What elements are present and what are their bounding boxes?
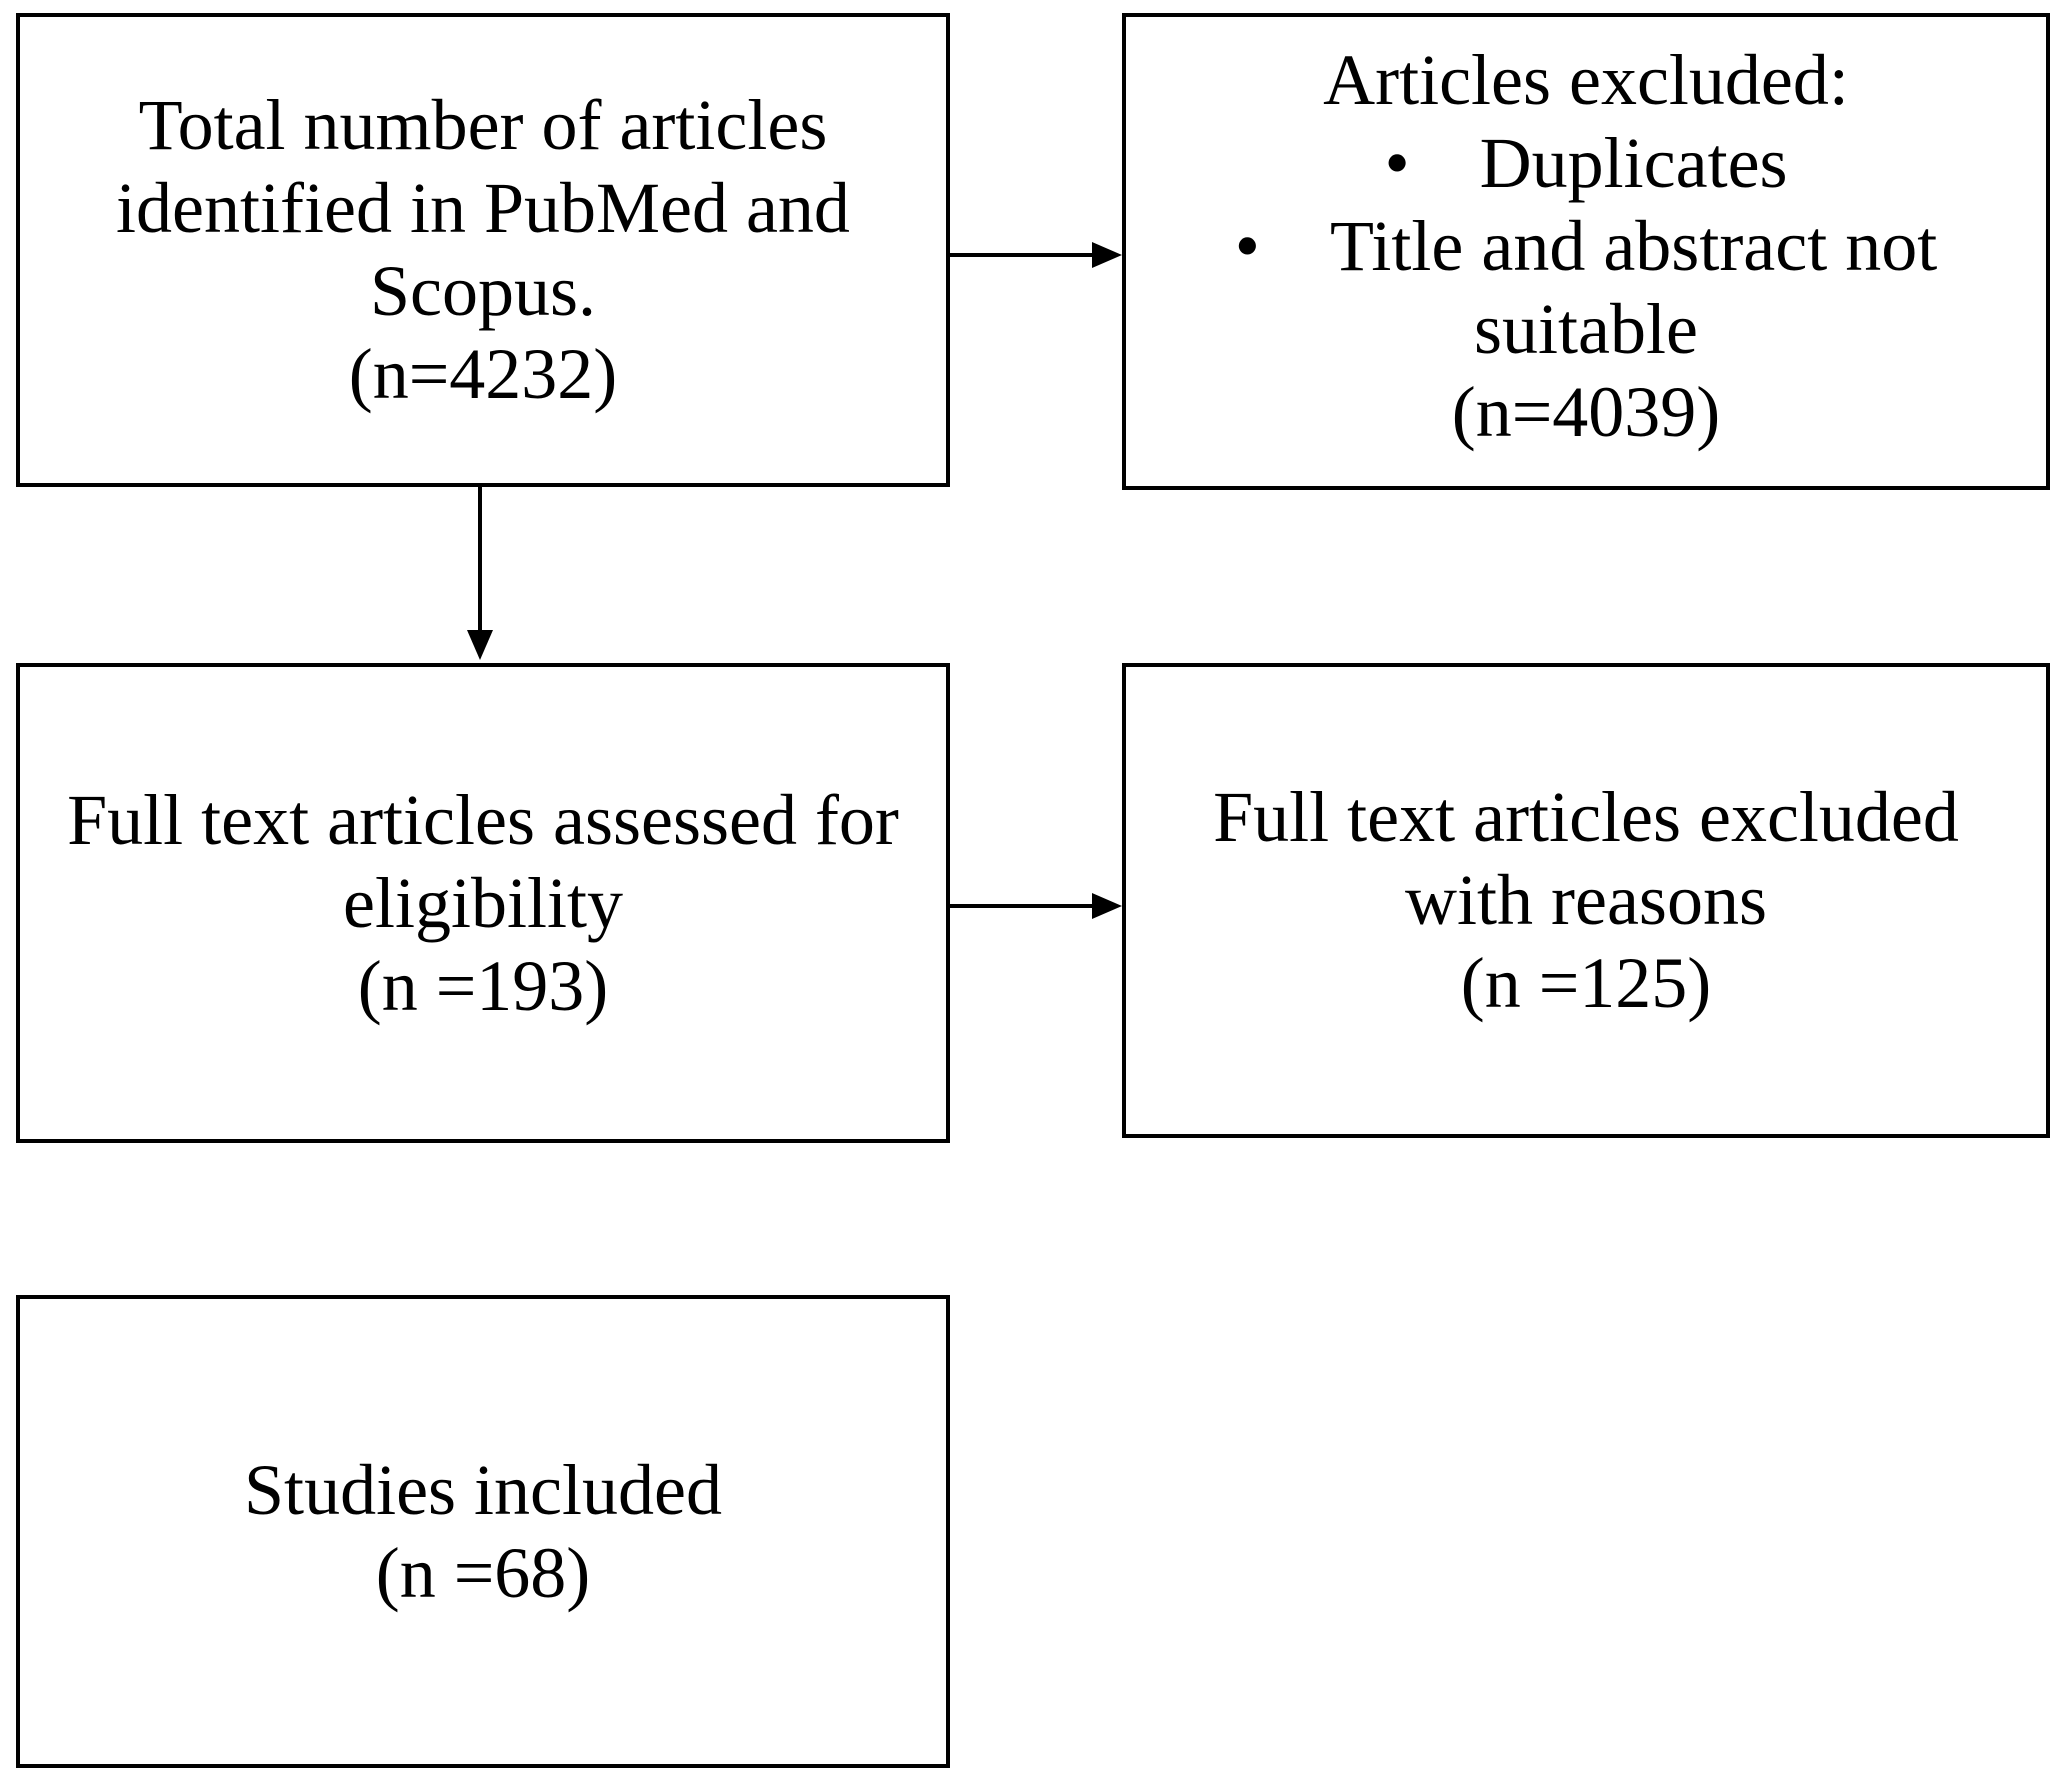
box-text-line: Studies included <box>244 1449 722 1530</box>
box-studies-included: Studies included (n =68) <box>16 1295 950 1768</box>
box-text-line: Scopus. <box>369 251 597 331</box>
bullet-item-wrap-text: suitable <box>1474 289 1698 369</box>
box-text-line: Total number of articles <box>138 85 828 165</box>
arrowhead-down-icon <box>467 630 493 660</box>
bullet-item-text: Duplicates <box>1479 123 1788 203</box>
box-text-line: Full text articles assessed for <box>67 779 899 860</box>
arrow-line <box>950 904 1094 908</box>
box-fulltext-excluded: Full text articles excluded with reasons… <box>1122 663 2050 1138</box>
arrow-line <box>478 487 482 632</box>
box-text-line: (n =68) <box>375 1532 591 1613</box>
bullet-icon: • <box>1384 123 1410 203</box>
box-articles-excluded: Articles excluded: •Duplicates •Title an… <box>1122 13 2050 490</box>
arrowhead-right-icon <box>1092 893 1122 919</box>
box-text-line: (n=4039) <box>1451 372 1721 452</box>
box-fulltext-assessed: Full text articles assessed for eligibil… <box>16 663 950 1143</box>
box-text-line: Articles excluded: <box>1323 40 1849 120</box>
box-text-line: (n =193) <box>357 945 609 1026</box>
bullet-item-text: Title and abstract not <box>1329 206 1938 286</box>
arrow-line <box>950 253 1094 257</box>
bullet-list-item: • Title and abstract not <box>1126 205 2046 288</box>
box-text-line: (n=4232) <box>348 334 618 414</box>
bullet-icon: • <box>1234 206 1260 286</box>
box-text-line: (n =125) <box>1460 943 1712 1023</box>
box-records-identified: Total number of articles identified in P… <box>16 13 950 487</box>
bullet-list-item: • Duplicates <box>1126 122 2046 205</box>
box-text-line: identified in PubMed and <box>116 168 850 248</box>
box-text-line: with reasons <box>1405 860 1767 940</box>
box-text-line: eligibility <box>343 862 623 943</box>
arrowhead-right-icon <box>1092 242 1122 268</box>
box-text-line: Full text articles excluded <box>1213 777 1959 857</box>
